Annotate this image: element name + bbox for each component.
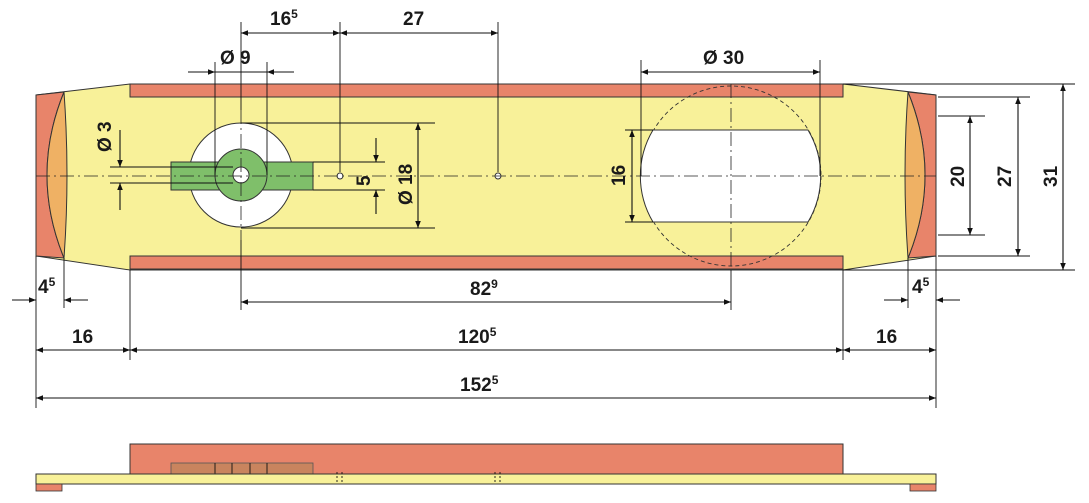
label-boss-dia: Ø 18 xyxy=(396,164,417,205)
label-right-margin: 45 xyxy=(912,275,930,298)
left-end-inner xyxy=(46,91,68,259)
label-middle-length: 1205 xyxy=(458,325,497,348)
label-center-distance: 829 xyxy=(470,277,498,300)
label-end-right: 16 xyxy=(876,327,897,348)
label-mid-height: 27 xyxy=(995,166,1016,187)
label-top-right: 27 xyxy=(403,9,424,30)
label-tab-height: 5 xyxy=(354,175,375,186)
bottom-strip xyxy=(129,255,844,270)
label-inner-height: 20 xyxy=(948,166,969,187)
label-pin-dia: Ø 3 xyxy=(95,121,116,152)
label-total-length: 1525 xyxy=(460,373,499,396)
label-hub-dia: Ø 9 xyxy=(220,48,251,69)
label-large-hole-dia: Ø 30 xyxy=(703,48,744,69)
side-right-cap xyxy=(909,483,937,492)
side-left-cap xyxy=(35,483,63,492)
label-top-left: 165 xyxy=(270,7,298,30)
label-total-height: 31 xyxy=(1041,165,1062,187)
label-end-left: 16 xyxy=(72,327,93,348)
top-strip xyxy=(129,83,844,98)
side-view xyxy=(35,443,937,492)
side-tab xyxy=(170,462,314,475)
right-end-inner xyxy=(904,91,926,259)
plan-view: 165 27 Ø 9 Ø 30 Ø 3 Ø 18 5 16 20 27 31 4… xyxy=(12,7,1075,408)
large-hole-slot xyxy=(639,129,822,223)
side-plate xyxy=(35,473,937,485)
label-slot-height: 16 xyxy=(609,165,630,186)
label-left-margin: 45 xyxy=(38,275,56,298)
